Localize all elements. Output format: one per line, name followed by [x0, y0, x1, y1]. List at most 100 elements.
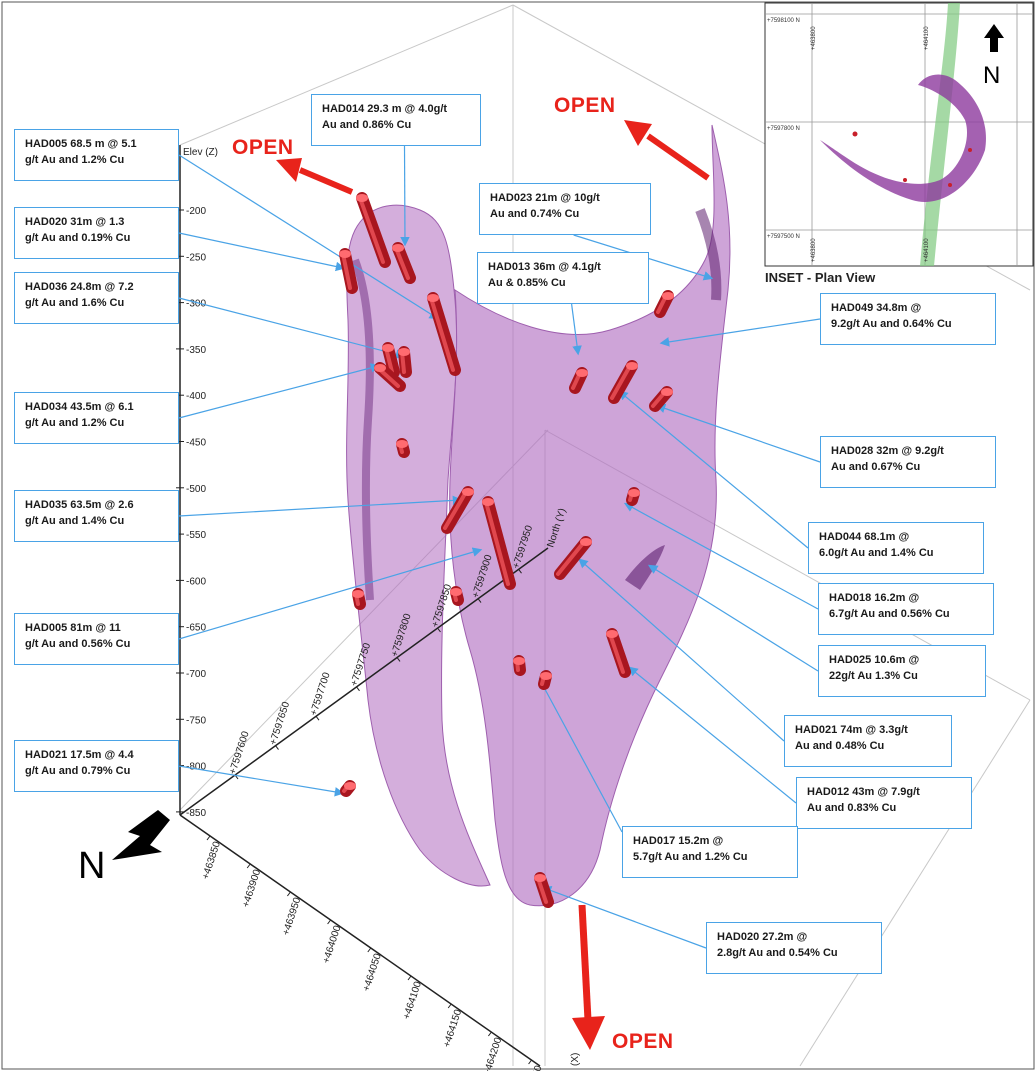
x-tick-label: +464100 — [401, 980, 424, 1021]
callout-line2: 22g/t Au 1.3% Cu — [829, 668, 977, 684]
callout-line2: g/t Au and 1.6% Cu — [25, 295, 170, 311]
callout-line2: 5.7g/t Au and 1.2% Cu — [633, 849, 789, 865]
inset-map: +7598100 N +7597800 N +7597500 N +463800 +46… — [765, 3, 1033, 266]
leader-line-had014 — [405, 146, 406, 244]
callout-line2: g/t Au and 0.19% Cu — [25, 230, 170, 246]
callout-line2: 9.2g/t Au and 0.64% Cu — [831, 316, 987, 332]
callout-line2: 2.8g/t Au and 0.54% Cu — [717, 945, 873, 961]
callout-line2: 6.7g/t Au and 0.56% Cu — [829, 606, 985, 622]
y-tick-label: +7597650 — [268, 700, 292, 746]
callout-line1: HAD021 17.5m @ 4.4 — [25, 747, 170, 763]
x-tick-label: +464250 — [522, 1064, 545, 1071]
inset-title: INSET - Plan View — [765, 270, 875, 285]
callout-line1: HAD036 24.8m @ 7.2 — [25, 279, 170, 295]
z-tick-label: -700 — [186, 669, 206, 680]
north-arrow-big — [112, 810, 170, 860]
callout-line2: Au & 0.85% Cu — [488, 275, 640, 291]
open-arrow-top-right — [624, 120, 708, 178]
leader-line-had020b — [544, 888, 706, 948]
callout-line1: HAD044 68.1m @ — [819, 529, 975, 545]
callout-line1: HAD021 74m @ 3.3g/t — [795, 722, 943, 738]
callout-had023: HAD023 21m @ 10g/tAu and 0.74% Cu — [479, 183, 651, 235]
callout-had025: HAD025 10.6m @22g/t Au 1.3% Cu — [818, 645, 986, 697]
drill-intercept — [344, 782, 356, 791]
y-tick-label: +7597600 — [227, 730, 251, 776]
callout-had017: HAD017 15.2m @5.7g/t Au and 1.2% Cu — [622, 826, 798, 878]
callout-line2: Au and 0.83% Cu — [807, 800, 963, 816]
x-tick-label: +464000 — [321, 924, 344, 965]
z-tick-label: -200 — [186, 206, 206, 217]
drill-intercept — [628, 489, 640, 500]
drill-intercept — [450, 588, 462, 600]
callout-had044: HAD044 68.1m @6.0g/t Au and 1.4% Cu — [808, 522, 984, 574]
callout-line1: HAD028 32m @ 9.2g/t — [831, 443, 987, 459]
callout-had021a: HAD021 17.5m @ 4.4g/t Au and 0.79% Cu — [14, 740, 179, 792]
callout-line2: Au and 0.48% Cu — [795, 738, 943, 754]
callout-line1: HAD018 16.2m @ — [829, 590, 985, 606]
open-arrow-left — [276, 158, 352, 192]
z-tick-label: -850 — [186, 808, 206, 819]
callout-line1: HAD005 81m @ 11 — [25, 620, 170, 636]
z-axis-title: Elev (Z) — [183, 147, 218, 158]
z-tick-label: -500 — [186, 484, 206, 495]
callout-line2: Au and 0.74% Cu — [490, 206, 642, 222]
z-tick-label: -600 — [186, 576, 206, 587]
drill-intercept — [352, 590, 364, 604]
north-label: N — [78, 845, 105, 888]
callout-line1: HAD023 21m @ 10g/t — [490, 190, 642, 206]
inset-easting-label: +463800 — [811, 26, 817, 50]
z-axis: Elev (Z) -200-250-300-350-400-450-500-55… — [176, 145, 218, 819]
drill-intercept — [396, 440, 408, 452]
x-tick-label: +464050 — [361, 952, 384, 993]
x-axis-title: (X) — [570, 1053, 581, 1066]
z-tick-label: -350 — [186, 345, 206, 356]
callout-had036: HAD036 24.8m @ 7.2g/t Au and 1.6% Cu — [14, 272, 179, 324]
callout-line1: HAD035 63.5m @ 2.6 — [25, 497, 170, 513]
callout-line1: HAD034 43.5m @ 6.1 — [25, 399, 170, 415]
z-tick-label: -400 — [186, 391, 206, 402]
open-label-bottom: OPEN — [612, 1030, 674, 1054]
callout-line1: HAD020 27.2m @ — [717, 929, 873, 945]
callout-line2: 6.0g/t Au and 1.4% Cu — [819, 545, 975, 561]
inset-northing-label: +7597800 N — [767, 126, 800, 132]
callout-line2: Au and 0.67% Cu — [831, 459, 987, 475]
x-tick-label: +464150 — [442, 1008, 465, 1049]
callout-had020b: HAD020 27.2m @2.8g/t Au and 0.54% Cu — [706, 922, 882, 974]
drill-intercept — [540, 672, 552, 684]
open-label-top-right: OPEN — [554, 94, 616, 118]
callout-line2: g/t Au and 1.4% Cu — [25, 513, 170, 529]
open-label-left: OPEN — [232, 136, 294, 160]
callout-line1: HAD013 36m @ 4.1g/t — [488, 259, 640, 275]
x-tick-label: +464200 — [482, 1036, 505, 1071]
drill-intercept — [513, 657, 525, 670]
callout-line1: HAD020 31m @ 1.3 — [25, 214, 170, 230]
z-tick-label: -750 — [186, 715, 206, 726]
callout-had049: HAD049 34.8m @9.2g/t Au and 0.64% Cu — [820, 293, 996, 345]
inset-northing-label: +7598100 N — [767, 18, 800, 24]
inset-easting-label: +464100 — [924, 238, 930, 262]
callout-line2: Au and 0.86% Cu — [322, 117, 472, 133]
inset-northing-label: +7597500 N — [767, 234, 800, 240]
x-tick-label: +463850 — [200, 840, 223, 881]
z-tick-label: -450 — [186, 438, 206, 449]
callout-line1: HAD049 34.8m @ — [831, 300, 987, 316]
leader-line-had012 — [630, 668, 796, 803]
drill-intercept — [339, 250, 352, 288]
drill-intercept — [398, 348, 410, 372]
z-tick-label: -250 — [186, 252, 206, 263]
callout-line2: g/t Au and 0.79% Cu — [25, 763, 170, 779]
callout-line1: HAD014 29.3 m @ 4.0g/t — [322, 101, 472, 117]
inset-north-label: N — [983, 62, 1000, 90]
z-tick-label: -550 — [186, 530, 206, 541]
x-tick-label: +463900 — [241, 868, 264, 909]
callout-had028: HAD028 32m @ 9.2g/tAu and 0.67% Cu — [820, 436, 996, 488]
leader-line-had021a — [179, 766, 342, 793]
